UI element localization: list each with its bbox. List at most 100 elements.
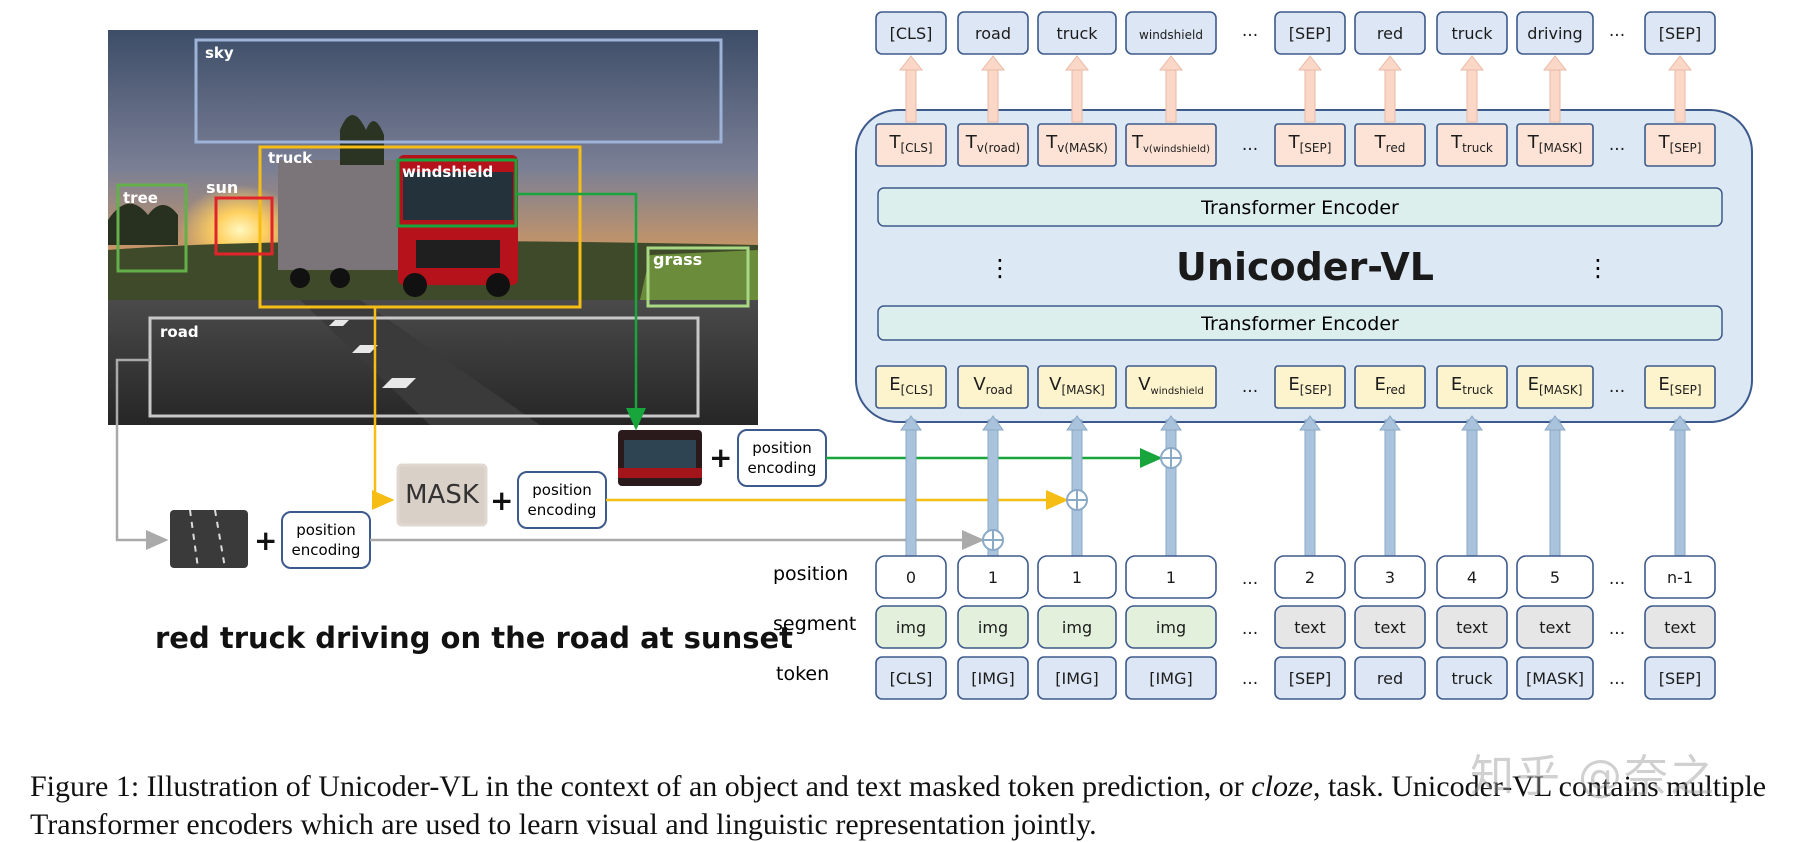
sentence-text: red truck driving on the road at sunset — [155, 621, 793, 655]
truck-connector — [372, 307, 395, 510]
row-ellipsis: ... — [1242, 21, 1258, 41]
segment-value: img — [978, 618, 1008, 637]
e-layer-label: V[MASK] — [1049, 374, 1105, 397]
e-layer-label: E[SEP] — [1658, 374, 1701, 397]
output-token-box — [1436, 11, 1508, 55]
e-layer-label: Vwindshield — [1138, 374, 1204, 397]
position-box — [1274, 555, 1346, 599]
segment-box — [1516, 605, 1594, 649]
position-value: 5 — [1550, 568, 1560, 587]
position-box — [1644, 555, 1716, 599]
sun-region-box — [214, 196, 274, 256]
position-value: n-1 — [1667, 568, 1693, 587]
output-arrow-shaft — [905, 63, 917, 123]
segment-value: text — [1374, 618, 1406, 637]
e-layer-box — [1274, 365, 1346, 409]
segment-row-label: segment — [773, 613, 856, 635]
output-token-label: [SEP] — [1659, 24, 1701, 43]
output-token-label: truck — [1056, 24, 1098, 43]
svg-text:encoding: encoding — [528, 501, 597, 519]
segment-box — [1274, 605, 1346, 649]
road-crop-thumbnail — [170, 510, 248, 568]
svg-text:position: position — [296, 521, 355, 539]
token-box — [1436, 656, 1508, 700]
t-layer-label: Tv(MASK) — [1045, 132, 1108, 155]
token-box — [957, 656, 1029, 700]
token-columns: [CLS]T[CLS]E[CLS]0img[CLS]roadTv(road)Vr… — [875, 11, 1716, 700]
output-token-label: road — [975, 24, 1011, 43]
position-value: 1 — [988, 568, 998, 587]
token-value: red — [1377, 669, 1403, 688]
output-arrow-shaft — [987, 63, 999, 123]
t-layer-box — [875, 123, 947, 167]
e-layer-label: Etruck — [1451, 374, 1493, 397]
position-row-label: position — [773, 563, 848, 585]
output-arrow-head — [1667, 55, 1693, 71]
output-arrow-head — [1542, 55, 1568, 71]
transformer-encoder-top — [877, 187, 1723, 227]
t-layer-label: T[MASK] — [1527, 132, 1582, 155]
output-arrow-shaft — [1071, 63, 1083, 123]
token-value: [IMG] — [971, 669, 1014, 688]
figure-caption: Figure 1: Illustration of Unicoder-VL in… — [30, 770, 1767, 841]
e-layer-box — [1436, 365, 1508, 409]
e-layer-box — [957, 365, 1029, 409]
input-arrow-head — [1461, 415, 1483, 431]
position-value: 1 — [1166, 568, 1176, 587]
position-box — [1037, 555, 1117, 599]
windshield-region-label: windshield — [402, 163, 493, 181]
position-box — [1516, 555, 1594, 599]
input-arrow-head — [1160, 415, 1182, 431]
row-ellipsis: ... — [1609, 21, 1625, 41]
t-layer-box — [1274, 123, 1346, 167]
transformer-encoder-bottom-label: Transformer Encoder — [1200, 313, 1399, 335]
output-token-label: truck — [1451, 24, 1493, 43]
segment-box — [875, 605, 947, 649]
token-box — [1125, 656, 1217, 700]
transformer-encoder-bottom — [877, 305, 1723, 341]
position-box — [1436, 555, 1508, 599]
grass-region-box — [646, 246, 750, 308]
output-arrow-head — [980, 55, 1006, 71]
position-box — [875, 555, 947, 599]
mask-label: MASK — [405, 480, 480, 510]
token-value: [SEP] — [1659, 669, 1701, 688]
output-arrow-shaft — [1384, 63, 1396, 123]
e-layer-box — [1037, 365, 1117, 409]
truck-region-label: truck — [268, 149, 313, 167]
segment-value: img — [896, 618, 926, 637]
windshield-crop-group: + position encoding — [618, 429, 827, 487]
segment-box — [957, 605, 1029, 649]
token-value: truck — [1451, 669, 1493, 688]
position-value: 4 — [1467, 568, 1477, 587]
token-box — [1354, 656, 1426, 700]
output-token-label: driving — [1527, 24, 1582, 43]
output-token-label: [CLS] — [890, 24, 933, 43]
plus-sign: + — [254, 524, 277, 557]
sun-region-label: sun — [206, 178, 238, 197]
t-layer-box — [1436, 123, 1508, 167]
input-arrow-head — [1544, 415, 1566, 431]
tree-region-label: tree — [123, 189, 158, 207]
segment-box — [1037, 605, 1117, 649]
output-arrow-shaft — [1466, 63, 1478, 123]
output-arrow-shaft — [1549, 63, 1561, 123]
token-value: [MASK] — [1526, 669, 1584, 688]
position-value: 0 — [906, 568, 916, 587]
segment-box — [1644, 605, 1716, 649]
token-box — [1037, 656, 1117, 700]
sky-region-box — [194, 38, 723, 144]
row-ellipsis: ... — [1242, 669, 1258, 689]
model-title: Unicoder-VL — [1176, 245, 1434, 289]
region-boxes: sky truck windshield tree sun grass road — [116, 38, 750, 418]
output-arrow-shaft — [1165, 63, 1177, 123]
output-token-label: windshield — [1139, 28, 1203, 42]
t-layer-box — [1037, 123, 1117, 167]
position-value: 1 — [1072, 568, 1082, 587]
road-connector — [115, 358, 169, 550]
sum-node-cross — [1161, 448, 1181, 468]
segment-box — [1125, 605, 1217, 649]
tree-region-box — [116, 183, 188, 273]
t-layer-label: Tv(road) — [965, 132, 1020, 155]
road-region-box — [148, 316, 700, 418]
